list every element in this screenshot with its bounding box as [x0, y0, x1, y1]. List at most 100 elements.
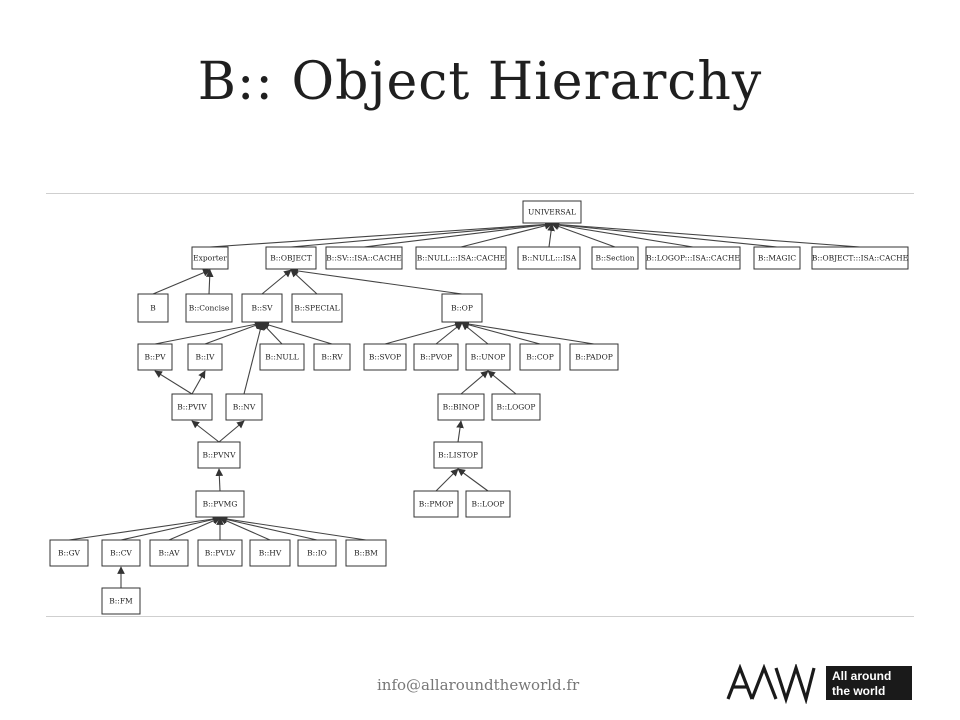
node-box: [519, 343, 561, 371]
node-box: [313, 343, 351, 371]
node-label: B::AV: [158, 549, 180, 558]
node-box: [325, 246, 403, 270]
edge-b-logop-isa-cache-to-universal: [551, 221, 694, 248]
edge-b-pvmg-to-b-pvnv: [215, 468, 224, 492]
node-b-pviv: B::PVIV: [171, 393, 213, 421]
node-box: [259, 343, 305, 371]
node-b-sv: B::SV: [241, 293, 283, 323]
node-box: [297, 539, 337, 567]
node-b-io: B::IO: [297, 539, 337, 567]
node-b-listop: B::LISTOP: [433, 441, 483, 469]
logo-line1: All around: [832, 669, 891, 683]
node-label: UNIVERSAL: [528, 208, 576, 217]
node-b-av: B::AV: [149, 539, 189, 567]
edge-b-object-isa-cache-to-universal: [551, 220, 861, 248]
node-b-null: B::NULL: [259, 343, 305, 371]
node-b-null-isa-cache: B::NULL:::ISA::CACHE: [415, 246, 507, 270]
edge-b-object-to-universal: [290, 220, 553, 248]
node-box: [441, 293, 483, 323]
logo-line2: the world: [832, 684, 885, 698]
node-label: B::OP: [451, 304, 473, 313]
node-label: B::HV: [259, 549, 282, 558]
node-label: B::PVIV: [177, 403, 207, 412]
footer-email[interactable]: info@allaroundtheworld.fr: [377, 676, 580, 694]
node-label: B::UNOP: [471, 353, 506, 362]
node-box: [517, 246, 581, 270]
node-box: [363, 343, 407, 371]
node-label: B::SVOP: [369, 353, 401, 362]
node-box: [249, 539, 291, 567]
edge-b-magic-to-universal: [551, 220, 778, 248]
edge-b-null-isa-to-universal: [547, 223, 555, 248]
node-box: [413, 343, 459, 371]
node-box: [185, 293, 233, 323]
edge-b-pmop-to-b-listop: [435, 468, 459, 492]
edges-layer: [68, 220, 861, 588]
node-b-nv: B::NV: [225, 393, 263, 421]
node-box: [591, 246, 639, 270]
aaw-logo-mark: [726, 664, 816, 704]
node-b-pvop: B::PVOP: [413, 343, 459, 371]
edge-b-pviv-to-b-iv: [191, 370, 206, 395]
node-box: [187, 343, 223, 371]
node-b-sv-isa-cache: B::SV:::ISA::CACHE: [325, 246, 403, 270]
node-label: B::LOGOP: [497, 403, 536, 412]
node-b-pv: B::PV: [137, 343, 173, 371]
node-box: [413, 490, 459, 518]
node-b: B: [137, 293, 169, 323]
edge-b-pvnv-to-b-nv: [218, 420, 245, 443]
aaw-logo-badge: All around the world: [826, 666, 912, 700]
node-label: B::NULL: [265, 353, 298, 362]
edge-b-pvnv-to-b-pviv: [191, 420, 220, 443]
node-label: B::PVOP: [420, 353, 452, 362]
node-label: B::SV: [251, 304, 273, 313]
node-box: [345, 539, 387, 567]
edge-b-sv-isa-cache-to-universal: [363, 221, 553, 248]
node-box: [265, 246, 317, 270]
node-b-padop: B::PADOP: [569, 343, 619, 371]
node-b-concise: B::Concise: [185, 293, 233, 323]
node-label: B::NULL:::ISA: [522, 254, 577, 263]
node-b-binop: B::BINOP: [437, 393, 485, 421]
node-b-object: B::OBJECT: [265, 246, 317, 270]
node-b-logop: B::LOGOP: [491, 393, 541, 421]
node-box: [197, 441, 241, 469]
node-b-iv: B::IV: [187, 343, 223, 371]
node-b-bm: B::BM: [345, 539, 387, 567]
node-label: B: [150, 304, 156, 313]
node-b-rv: B::RV: [313, 343, 351, 371]
node-exporter: Exporter: [191, 246, 229, 270]
node-label: B::IV: [196, 353, 216, 362]
node-label: B::BINOP: [443, 403, 480, 412]
aaw-logo: All around the world: [726, 664, 912, 704]
node-label: B::PVNV: [202, 451, 236, 460]
edge-b-op-to-b-object: [290, 267, 463, 295]
edge-b-null-isa-cache-to-universal: [460, 221, 553, 248]
node-box: [645, 246, 741, 270]
edge-b-concise-to-exporter: [205, 269, 214, 295]
edge-b-svop-to-b-op: [384, 321, 463, 345]
edge-b-section-to-universal: [551, 222, 616, 248]
edge-b-pvop-to-b-op: [435, 322, 463, 345]
node-box: [433, 441, 483, 469]
edge-b-sv-to-b-object: [261, 269, 292, 295]
node-b-pvlv: B::PVLV: [197, 539, 243, 567]
node-box: [753, 246, 801, 270]
node-box: [241, 293, 283, 323]
node-label: B::MAGIC: [758, 254, 797, 263]
node-label: Exporter: [193, 254, 227, 263]
edge-exporter-to-universal: [209, 220, 553, 248]
node-label: B::LOOP: [472, 500, 505, 509]
node-label: B::Concise: [189, 304, 230, 313]
node-universal: UNIVERSAL: [522, 200, 582, 224]
edge-b-av-to-b-pvmg: [168, 517, 221, 541]
node-box: [569, 343, 619, 371]
node-b-section: B::Section: [591, 246, 639, 270]
edge-b-loop-to-b-listop: [457, 468, 489, 492]
node-label: B::LISTOP: [438, 451, 478, 460]
node-b-hv: B::HV: [249, 539, 291, 567]
node-label: B::COP: [526, 353, 554, 362]
node-box: [137, 293, 169, 323]
node-box: [171, 393, 213, 421]
